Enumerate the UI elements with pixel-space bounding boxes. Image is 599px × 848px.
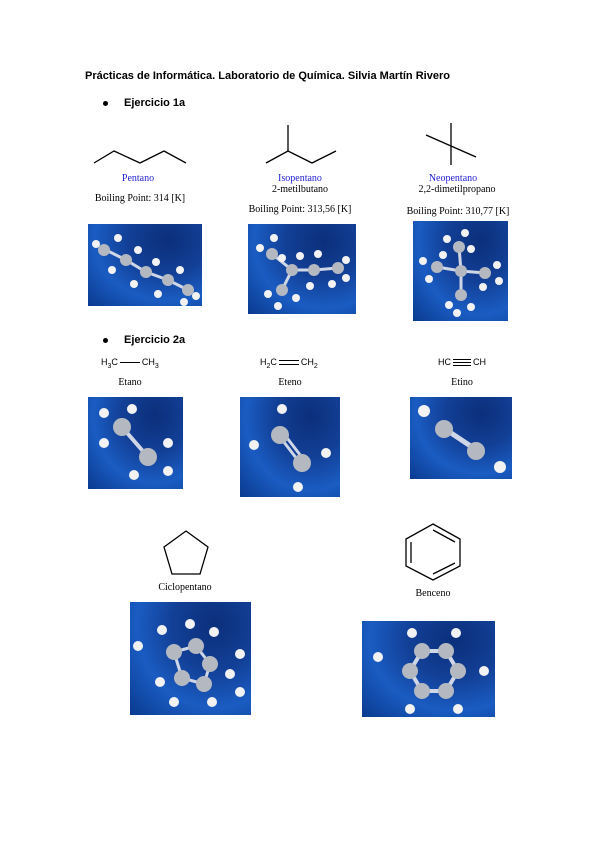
neopentano-iupac-name: 2,2-dimetilpropano — [418, 184, 496, 195]
ethane-3d-model — [88, 397, 183, 489]
eteno-right-group: CH2 — [300, 357, 318, 370]
ejercicio-1a-label: Ejercicio 1a — [124, 97, 186, 109]
neopentane-3d-model — [413, 221, 508, 321]
etino-right-group: CH — [473, 357, 486, 367]
isopentane-skeletal-formula — [265, 125, 337, 164]
isopentano-name: Isopentano — [278, 173, 322, 184]
pentano-name: Pentano — [121, 173, 155, 184]
benzene-3d-model — [362, 621, 495, 717]
benceno-name: Benceno — [415, 588, 451, 599]
pentane-skeletal-formula — [93, 150, 187, 164]
bullet-dot — [103, 100, 108, 106]
cyclopentane-3d-model — [130, 602, 251, 715]
neopentano-boiling-point: Boiling Point: 310,77 [K] — [406, 206, 510, 217]
etino-formula: HC CH — [438, 357, 486, 367]
pentane-3d-model — [88, 224, 202, 306]
etano-right-group: CH3 — [141, 357, 159, 370]
etano-name: Etano — [118, 377, 142, 388]
benzene-skeletal-formula — [405, 523, 461, 581]
ciclopentano-name: Ciclopentano — [158, 582, 212, 593]
isopentano-boiling-point: Boiling Point: 313,56 [K] — [248, 204, 352, 215]
cyclopentane-skeletal-formula — [163, 530, 209, 575]
eteno-left-group: H2C — [260, 357, 277, 370]
isopentano-iupac-name: 2-metilbutano — [271, 184, 329, 195]
eteno-formula: H2C CH2 — [260, 357, 318, 370]
ethene-3d-model — [240, 397, 340, 497]
etino-name: Etino — [451, 377, 473, 388]
etano-left-group: H3C — [101, 357, 118, 370]
bullet-dot — [103, 337, 108, 343]
etano-formula: H3C CH3 — [101, 357, 159, 370]
ethyne-3d-model — [410, 397, 512, 479]
etino-left-group: HC — [438, 357, 451, 367]
bullet-ejercicio-1a: Ejercicio 1a — [103, 97, 185, 109]
bullet-ejercicio-2a: Ejercicio 2a — [103, 334, 185, 346]
document-title: Prácticas de Informática. Laboratorio de… — [85, 70, 450, 82]
pentano-boiling-point: Boiling Point: 314 [K] — [94, 193, 186, 204]
ejercicio-2a-label: Ejercicio 2a — [124, 334, 186, 346]
eteno-name: Eteno — [278, 377, 302, 388]
isopentane-3d-model — [248, 224, 356, 314]
neopentano-name: Neopentano — [428, 173, 478, 184]
neopentane-skeletal-formula — [425, 123, 477, 165]
